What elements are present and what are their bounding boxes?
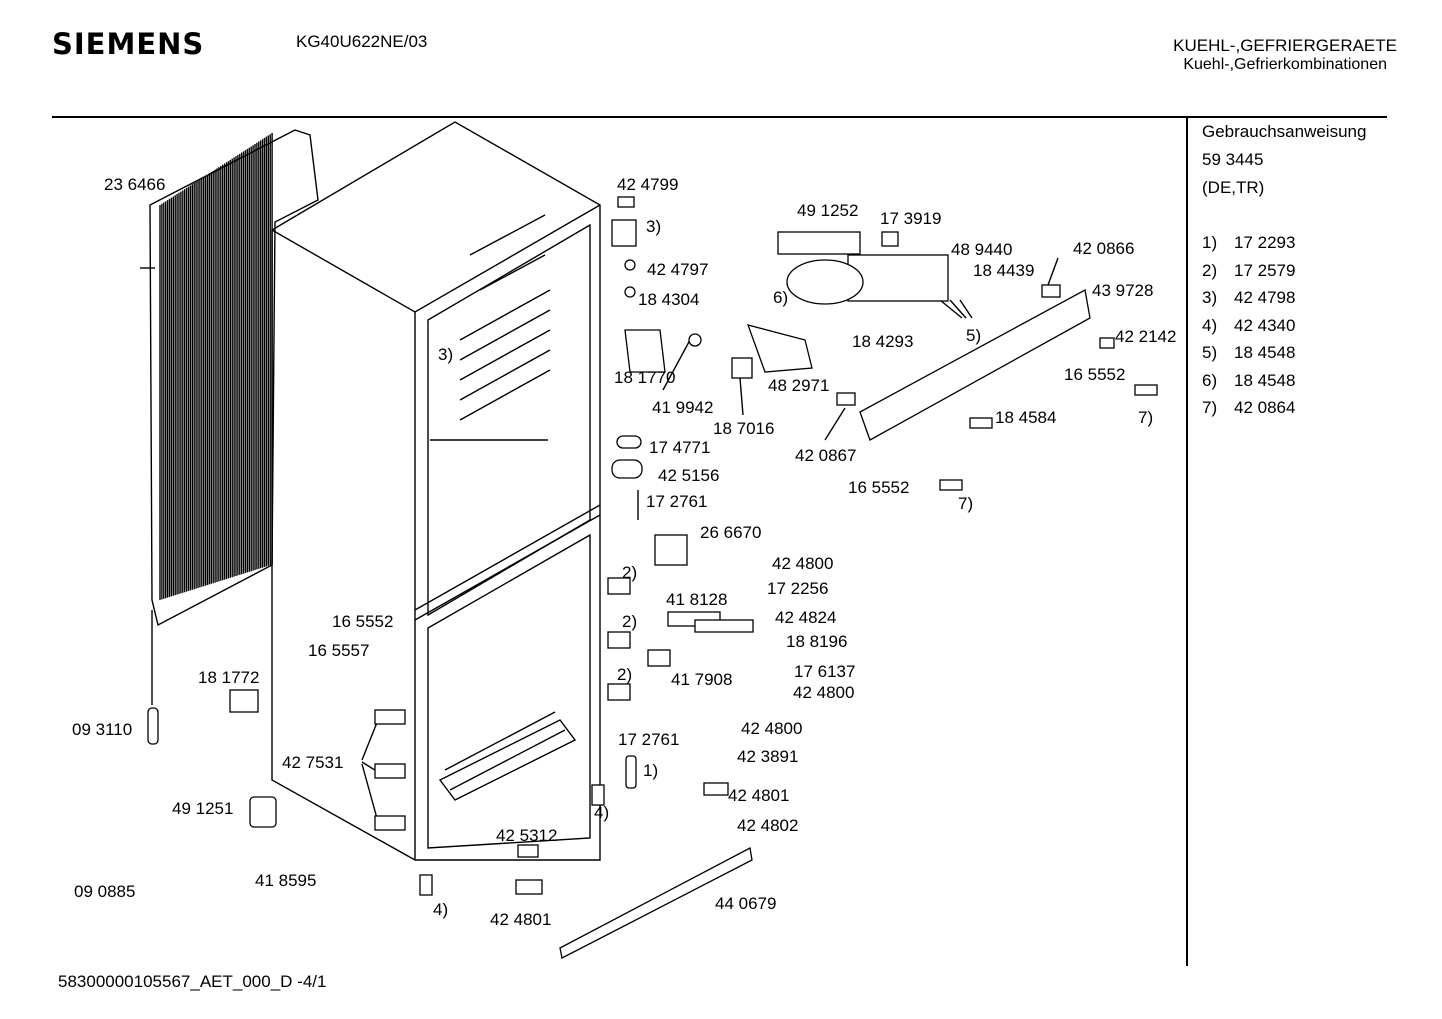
part-callout-label: 49 1252	[797, 201, 858, 220]
manual-label: Gebrauchsanweisung	[1202, 122, 1367, 141]
category-title: KUEHL-,GEFRIERGERAETE	[1173, 36, 1397, 55]
part-callout-label: 41 8595	[255, 871, 316, 890]
part-callout-label: 16 5552	[848, 478, 909, 497]
part-callout-label: 18 1772	[198, 668, 259, 687]
part-callout-label: 09 0885	[74, 882, 135, 901]
legend-row: 6)18 4548	[1202, 371, 1296, 390]
part-callout-label: 18 8196	[786, 632, 847, 651]
part-callout-label: 42 4800	[793, 683, 854, 702]
part-callout-label: 2)	[622, 612, 637, 631]
document-code: 58300000105567_AET_000_D -4/1	[58, 972, 327, 991]
part-callout-label: 42 2142	[1115, 327, 1176, 346]
part-callout-label: 18 4584	[995, 408, 1056, 427]
manual-languages: (DE,TR)	[1202, 178, 1265, 197]
part-callout-label: 42 4797	[647, 260, 708, 279]
part-callout-label: 48 9440	[951, 240, 1012, 259]
part-callout-label: 18 4304	[638, 290, 699, 309]
part-callout-label: 2)	[622, 563, 637, 582]
part-callout-label: 42 4824	[775, 608, 836, 627]
part-callout-label: 17 4771	[649, 438, 710, 457]
part-callout-label: 42 5312	[496, 826, 557, 845]
legend-row: 5)18 4548	[1202, 343, 1296, 362]
part-callout-label: 42 4799	[617, 175, 678, 194]
part-callout-label: 44 0679	[715, 894, 776, 913]
part-callout-label: 42 4801	[490, 910, 551, 929]
header-divider	[52, 116, 1387, 118]
part-callout-label: 23 6466	[104, 175, 165, 194]
part-callout-label: 42 4801	[728, 786, 789, 805]
part-callout-label: 42 0866	[1073, 239, 1134, 258]
condenser-coil	[149, 129, 319, 705]
part-callout-label: 48 2971	[768, 376, 829, 395]
part-callout-label: 18 4293	[852, 332, 913, 351]
part-callout-label: 17 6137	[794, 662, 855, 681]
part-callout-label: 43 9728	[1092, 281, 1153, 300]
cabinet-body	[271, 121, 601, 861]
manual-number: 59 3445	[1202, 150, 1264, 169]
category-subtitle: Kuehl-,Gefrierkombinationen	[1183, 56, 1387, 73]
side-panel-divider	[1186, 118, 1188, 966]
part-callout-label: 3)	[438, 345, 453, 364]
model-number: KG40U622NE/03	[296, 32, 428, 51]
part-callout-label: 16 5552	[332, 612, 393, 631]
part-callout-label: 26 6670	[700, 523, 761, 542]
part-callout-label: 7)	[1138, 408, 1153, 427]
part-callout-label: 42 3891	[737, 747, 798, 766]
part-callout-label: 17 3919	[880, 209, 941, 228]
part-callout-label: 5)	[966, 326, 981, 345]
legend-row: 2)17 2579	[1202, 261, 1296, 280]
part-callout-label: 4)	[594, 803, 609, 822]
legend-row: 3)42 4798	[1202, 288, 1296, 307]
part-callout-label: 1)	[643, 761, 658, 780]
part-callout-label: 3)	[646, 217, 661, 236]
exploded-view-diagram: 23 6466 09 3110 18 1772 16 5552 16 5557 42 75…	[72, 121, 1176, 959]
part-callout-label: 42 0867	[795, 446, 856, 465]
part-callout-label: 09 3110	[72, 720, 132, 739]
part-callout-label: 42 5156	[658, 466, 719, 485]
part-callout-label: 17 2761	[618, 730, 679, 749]
part-callout-label: 49 1251	[172, 799, 233, 818]
brand-logo: SIEMENS	[52, 27, 205, 61]
legend-row: 1)17 2293	[1202, 233, 1296, 252]
legend-row: 4)42 4340	[1202, 316, 1296, 335]
part-callout-label: 2)	[617, 665, 632, 684]
part-callout-label: 17 2761	[646, 492, 707, 511]
part-callout-label: 41 9942	[652, 398, 713, 417]
part-callout-label: 4)	[433, 900, 448, 919]
legend-row: 7)42 0864	[1202, 398, 1296, 417]
part-callout-label: 42 7531	[282, 753, 343, 772]
part-callout-label: 7)	[958, 494, 973, 513]
part-callout-label: 18 4439	[973, 261, 1034, 280]
part-callout-label: 42 4800	[772, 554, 833, 573]
part-callout-label: 42 4802	[737, 816, 798, 835]
part-callout-label: 16 5552	[1064, 365, 1125, 384]
part-callout-label: 42 4800	[741, 719, 802, 738]
part-callout-label: 41 7908	[671, 670, 732, 689]
part-callout-label: 17 2256	[767, 579, 828, 598]
part-callout-label: 41 8128	[666, 590, 727, 609]
part-callouts: 23 6466 09 3110 18 1772 16 5552 16 5557 42 75…	[72, 175, 1176, 929]
part-callout-label: 18 1770	[614, 368, 675, 387]
part-callout-label: 6)	[773, 288, 788, 307]
part-callout-label: 18 7016	[713, 419, 774, 438]
part-callout-label: 16 5557	[308, 641, 369, 660]
